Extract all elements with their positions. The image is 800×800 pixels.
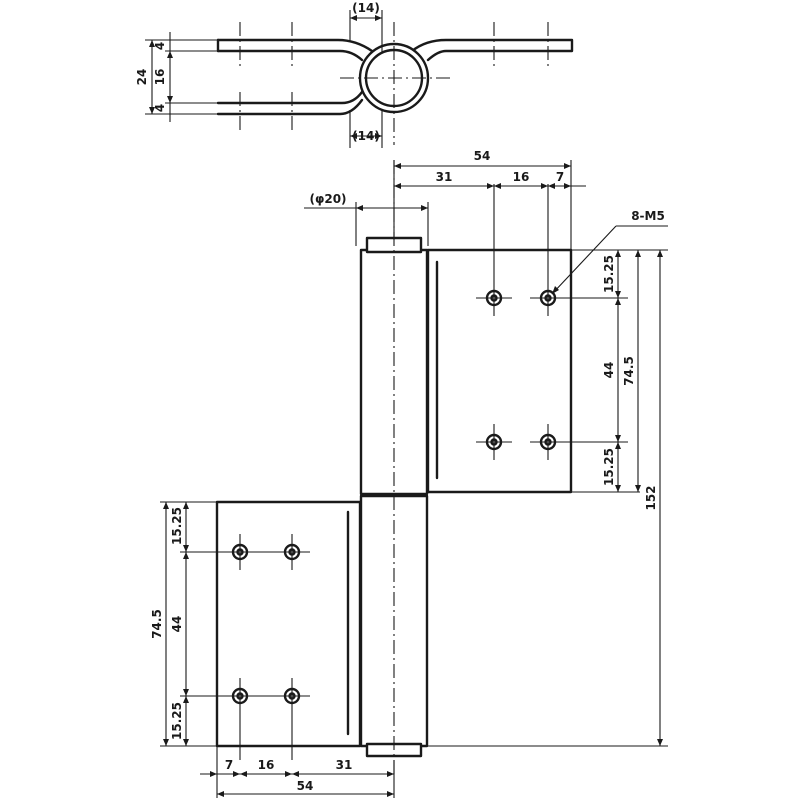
upper-edge-to-hole-top-dim: 15.25 xyxy=(602,255,616,293)
upper-leaf-height-dim: 74.5 xyxy=(622,356,636,386)
lower-leaf-height-dim: 74.5 xyxy=(150,609,164,639)
top-view-pin-dim-top: (14) xyxy=(352,1,380,15)
upper-holes xyxy=(476,184,566,460)
upper-hole-pitch-vertical-dim: 44 xyxy=(602,362,616,379)
upper-leaf-plate xyxy=(426,248,573,494)
top-view-upper-leaf-right xyxy=(410,38,574,62)
upper-width-total-dim: 54 xyxy=(474,149,491,163)
lower-edge-to-hole-dim: 7 xyxy=(225,758,233,772)
lower-hole-pitch-dim: 16 xyxy=(258,758,275,772)
upper-edge-to-hole-dim: 7 xyxy=(556,170,564,184)
lower-holes xyxy=(222,534,310,760)
top-view-pin-dim-bottom: (14) xyxy=(352,129,380,143)
lower-edge-to-hole-bottom-dim: 15.25 xyxy=(170,702,184,740)
lower-edge-to-hole-top-dim: 15.25 xyxy=(170,507,184,545)
upper-hole-pitch-dim: 16 xyxy=(513,170,530,184)
overall-height-dim: 152 xyxy=(644,485,658,510)
upper-edge-to-hole-bottom-dim: 15.25 xyxy=(602,448,616,486)
knuckle-diameter-dim: (φ20) xyxy=(309,192,346,206)
lower-leaf-plate xyxy=(215,500,362,748)
lower-hole-pitch-vertical-dim: 44 xyxy=(170,616,184,633)
top-view-overall-thickness: 24 xyxy=(135,69,149,86)
lower-width-total-dim: 54 xyxy=(297,779,314,793)
top-view-upper-leaf-left xyxy=(216,38,374,62)
top-view-leaf-thickness-bottom: 4 xyxy=(153,104,167,112)
hole-callout: 8-M5 xyxy=(631,209,665,223)
top-view: (14) (14) 24 4 16 4 xyxy=(135,1,574,148)
top-view-leaf-thickness-top: 4 xyxy=(153,42,167,50)
front-view: 54 31 16 7 (φ20) 8-M5 15.25 xyxy=(150,149,668,798)
top-view-knuckle-gap: 16 xyxy=(153,69,167,86)
lower-width-to-knuckle-dim: 31 xyxy=(336,758,353,772)
upper-width-to-hole-dim: 31 xyxy=(436,170,453,184)
